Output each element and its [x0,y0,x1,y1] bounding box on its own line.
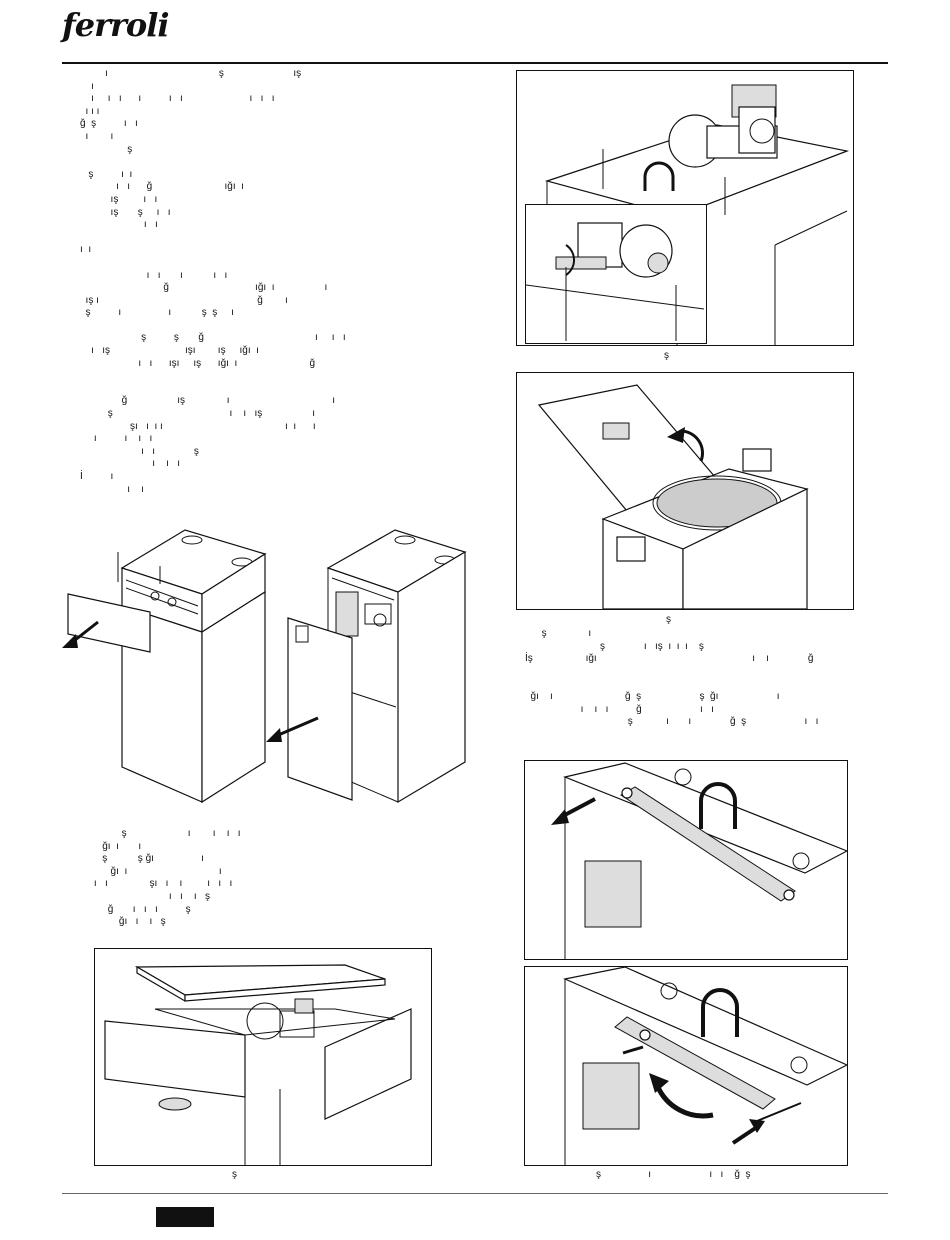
text-line: ğ ığı ı ı [80,282,328,294]
text-line [80,320,470,333]
text-line: ı ı ğ ığı ı [80,181,244,193]
opened-lid-figure [516,372,854,610]
text-line: ğı ı ı [80,840,142,852]
text-line: ğı ı ğ ş ş ğı ı [525,690,780,702]
text-line: ı ış ışı ış ığı ı [80,345,259,357]
text-line: ı ş ış [80,68,302,79]
text-line: ış ı ı [80,193,158,205]
text-line: ı ı şı ı ı ı ı ı [80,878,233,890]
text-line [80,383,470,396]
text-line: ı ı [80,483,144,495]
text-line: ı ı ı ş [80,890,211,902]
text-line: ş ı ı [80,168,133,180]
text-line: ş ş ğı ı [80,853,204,865]
text-line: ı ı ışı ış ığı ı ğ [80,357,316,369]
text-line: ış ı ğ ı [80,294,288,306]
text-line: ı ı ı ı ı ı ı ı ı [80,93,275,105]
text-line [80,156,470,169]
text-line: ş [80,143,133,155]
text-line: ı ı [80,130,114,142]
text-line: ğ ş ı ı [80,118,138,130]
text-line: ş ı ış ı ı ı ş [525,640,704,652]
text-line: ş ş ğ ı ı ı [80,332,346,344]
text-line [525,666,880,679]
text-line: ğ ış ı ı [80,395,336,407]
panel-removal-figure [94,948,432,1166]
text-line: ış ş ı ı [80,206,171,218]
text-line [80,370,470,383]
text-line: İ ı [80,471,114,482]
text-line: İş ığı ı ı ğ [525,653,814,665]
caption-burner: ş [664,350,669,361]
text-line: ş ı ı ı ı [80,828,241,839]
brand-logo: ferroli [62,6,169,44]
text-line: ı ı ı ğ ı ı [525,703,714,715]
lever-figure-1 [524,760,848,960]
caption-lever: ş ı ı ı ğ ş [596,1169,751,1180]
text-line: ı ı ı ı [80,433,153,445]
text-line: ı ı ı [80,458,181,470]
text-line: ğ ı ı ı ş [80,903,191,915]
burner-figure [516,70,854,346]
footer-rule [62,1193,888,1194]
text-line: ı [80,80,94,92]
lever-figure-2 [524,966,848,1166]
text-line: ş ı ı ş ş ı [80,307,234,319]
header-rule [62,62,888,64]
text-line: ı ı ş [80,445,199,457]
caption-panels: ş [232,1169,237,1180]
caption-lid: ş [666,614,671,625]
cabinet-illustration [60,522,480,812]
text-line: ş ı ı ğ ş ı ı [525,716,819,728]
burner-detail-inset [525,204,707,344]
text-line: ı ı ı [80,105,100,117]
text-line [525,678,880,691]
text-line [80,257,470,270]
left-text-block-2: ş ı ı ı ı ğı ı ı ş ş ğı ı ğı ı ı ı ı şı … [80,828,241,929]
text-line: ş ı ı ış ı [80,408,316,420]
text-line: şı ı ı ı ı ı ı [80,420,316,432]
text-line: ı ı ı ı ı [80,269,228,281]
text-line: ğı ı ı [80,865,222,877]
text-line [80,232,470,245]
text-line: ı ı [80,219,158,231]
text-line: ğı ı ı ş [80,916,166,928]
text-line: ı ı [80,244,92,256]
text-line: ş ı [525,628,592,639]
page-number-tab [156,1207,214,1227]
